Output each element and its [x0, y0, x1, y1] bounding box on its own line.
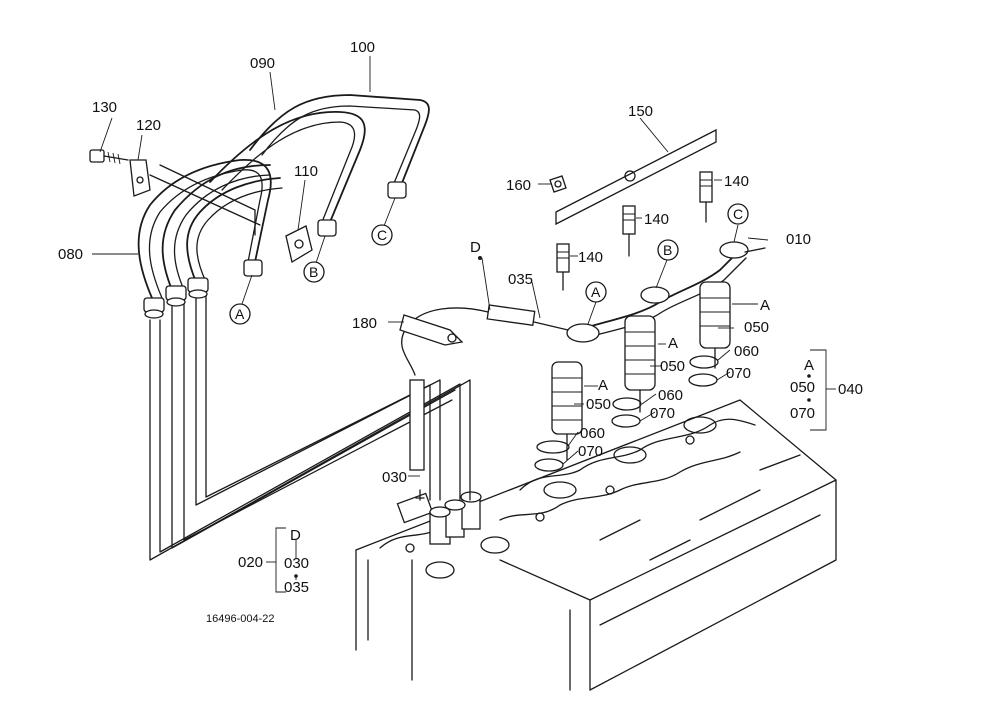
label-120: 120: [136, 117, 161, 134]
return-pipe: [566, 241, 766, 343]
marker-b-right-text: B: [663, 242, 672, 258]
label-a-nozzle-3: A: [760, 297, 770, 314]
label-a-nozzle-1: A: [598, 377, 608, 394]
marker-b-right: [657, 239, 679, 261]
label-160: 160: [506, 177, 531, 194]
label-150: 150: [628, 103, 653, 120]
label-130: 130: [92, 99, 117, 116]
kit-a-total: 040: [838, 381, 863, 398]
label-050-nozzle-1: 050: [586, 396, 611, 413]
glow-plugs: [556, 171, 713, 291]
kit-a-item2: 070: [790, 405, 815, 422]
label-140-b: 140: [644, 211, 669, 228]
injection-nozzles: [534, 281, 731, 472]
label-030: 030: [382, 469, 407, 486]
return-hose: [399, 304, 569, 471]
label-100: 100: [350, 39, 375, 56]
marker-c-left-text: C: [377, 227, 387, 243]
label-070-nozzle-2: 070: [650, 405, 675, 422]
marker-b-left: [303, 261, 325, 283]
label-060-nozzle-2: 060: [658, 387, 683, 404]
marker-b-left-text: B: [309, 264, 318, 280]
kit-a-item1: 050: [790, 379, 815, 396]
connection-markers: A B C A B C D: [229, 203, 749, 325]
kit-d-item2: 035: [284, 579, 309, 596]
injection-pipes-long: [149, 289, 471, 561]
label-140-c: 140: [724, 173, 749, 190]
label-070-nozzle-3: 070: [726, 365, 751, 382]
marker-c-right-text: C: [733, 206, 743, 222]
injection-pipes-upper: [137, 94, 430, 319]
label-070-nozzle-1: 070: [578, 443, 603, 460]
part-labels: 100 090 130 120 110 080 150 160 140 140 …: [58, 39, 811, 486]
label-080: 080: [58, 246, 83, 263]
drawing-number: 16496-004-22: [206, 613, 275, 625]
label-140-a: 140: [578, 249, 603, 266]
leader-lines: [92, 56, 836, 593]
label-035: 035: [508, 271, 533, 288]
label-060-nozzle-3: 060: [734, 343, 759, 360]
clamp-assembly: [89, 149, 313, 264]
label-060-nozzle-1: 060: [580, 425, 605, 442]
label-090: 090: [250, 55, 275, 72]
kit-group-d: D 020 030 035: [238, 527, 309, 596]
marker-c-left: [371, 224, 393, 246]
marker-a-left-text: A: [235, 306, 245, 322]
label-110: 110: [294, 163, 318, 180]
marker-c-right: [727, 203, 749, 225]
marker-a-right: [585, 281, 607, 303]
marker-d-text: D: [470, 239, 481, 256]
kit-d-item1: 030: [284, 555, 309, 572]
kit-d-letter: D: [290, 527, 301, 544]
label-a-nozzle-2: A: [668, 335, 678, 352]
label-010: 010: [786, 231, 811, 248]
marker-a-right-text: A: [591, 284, 601, 300]
nozzle-bracket: [549, 128, 717, 226]
marker-a-left: [229, 303, 251, 325]
pump-outlets: [396, 489, 482, 545]
label-050-nozzle-3: 050: [744, 319, 769, 336]
kit-group-a: A 050 040 070: [790, 357, 863, 422]
kit-d-total: 020: [238, 554, 263, 571]
label-180: 180: [352, 315, 377, 332]
label-050-nozzle-2: 050: [660, 358, 685, 375]
kit-a-letter: A: [804, 357, 814, 374]
